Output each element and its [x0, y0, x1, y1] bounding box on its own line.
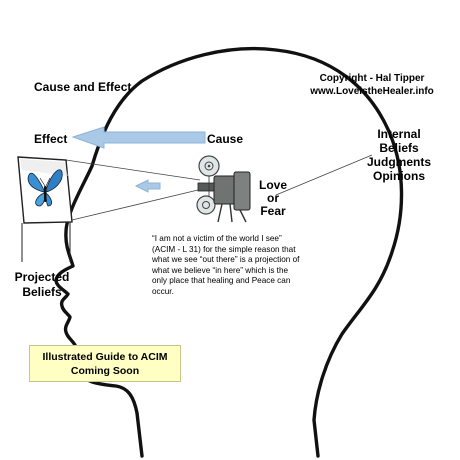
projection-ray-top: [65, 159, 201, 181]
beliefs-word: Beliefs: [379, 141, 419, 155]
projected-beliefs-label: Projected Beliefs: [12, 270, 72, 300]
guide-title: Illustrated Guide to ACIM: [42, 351, 168, 363]
projector-icon: [196, 155, 251, 223]
coming-soon-text: Coming Soon: [70, 365, 140, 377]
projection-ray-bottom: [71, 189, 199, 221]
love-word: Love: [258, 178, 287, 192]
effect-label: Effect: [34, 132, 68, 146]
beliefs-word: Beliefs: [22, 285, 62, 299]
pointer-line: [275, 154, 373, 196]
diagram-title: Cause and Effect: [34, 80, 132, 94]
small-arrow: [134, 179, 161, 193]
love-or-fear-label: Love or Fear: [250, 179, 296, 218]
big-arrow: [71, 126, 206, 149]
copyright-block: Copyright - Hal Tipper www.LoveistheHeal…: [292, 72, 452, 98]
acim-quote: “I am not a victim of the world I see” (…: [152, 234, 300, 296]
cause-label: Cause: [207, 132, 244, 146]
head-silhouette: [54, 46, 404, 458]
internal-beliefs-label: Internal Beliefs Judgments Opinions: [364, 127, 434, 183]
fear-word: Fear: [260, 204, 286, 218]
website-line: www.LoveistheHealer.info: [310, 86, 434, 97]
opinions-word: Opinions: [373, 169, 425, 183]
or-word: or: [267, 191, 279, 205]
coming-soon-box: Illustrated Guide to ACIM Coming Soon: [29, 345, 181, 382]
copyright-line: Copyright - Hal Tipper: [319, 73, 425, 84]
internal-word: Internal: [377, 127, 421, 141]
screen-icon: [17, 156, 73, 262]
butterfly-icon: [27, 169, 63, 207]
judgments-word: Judgments: [366, 155, 431, 169]
projected-word: Projected: [14, 270, 70, 284]
